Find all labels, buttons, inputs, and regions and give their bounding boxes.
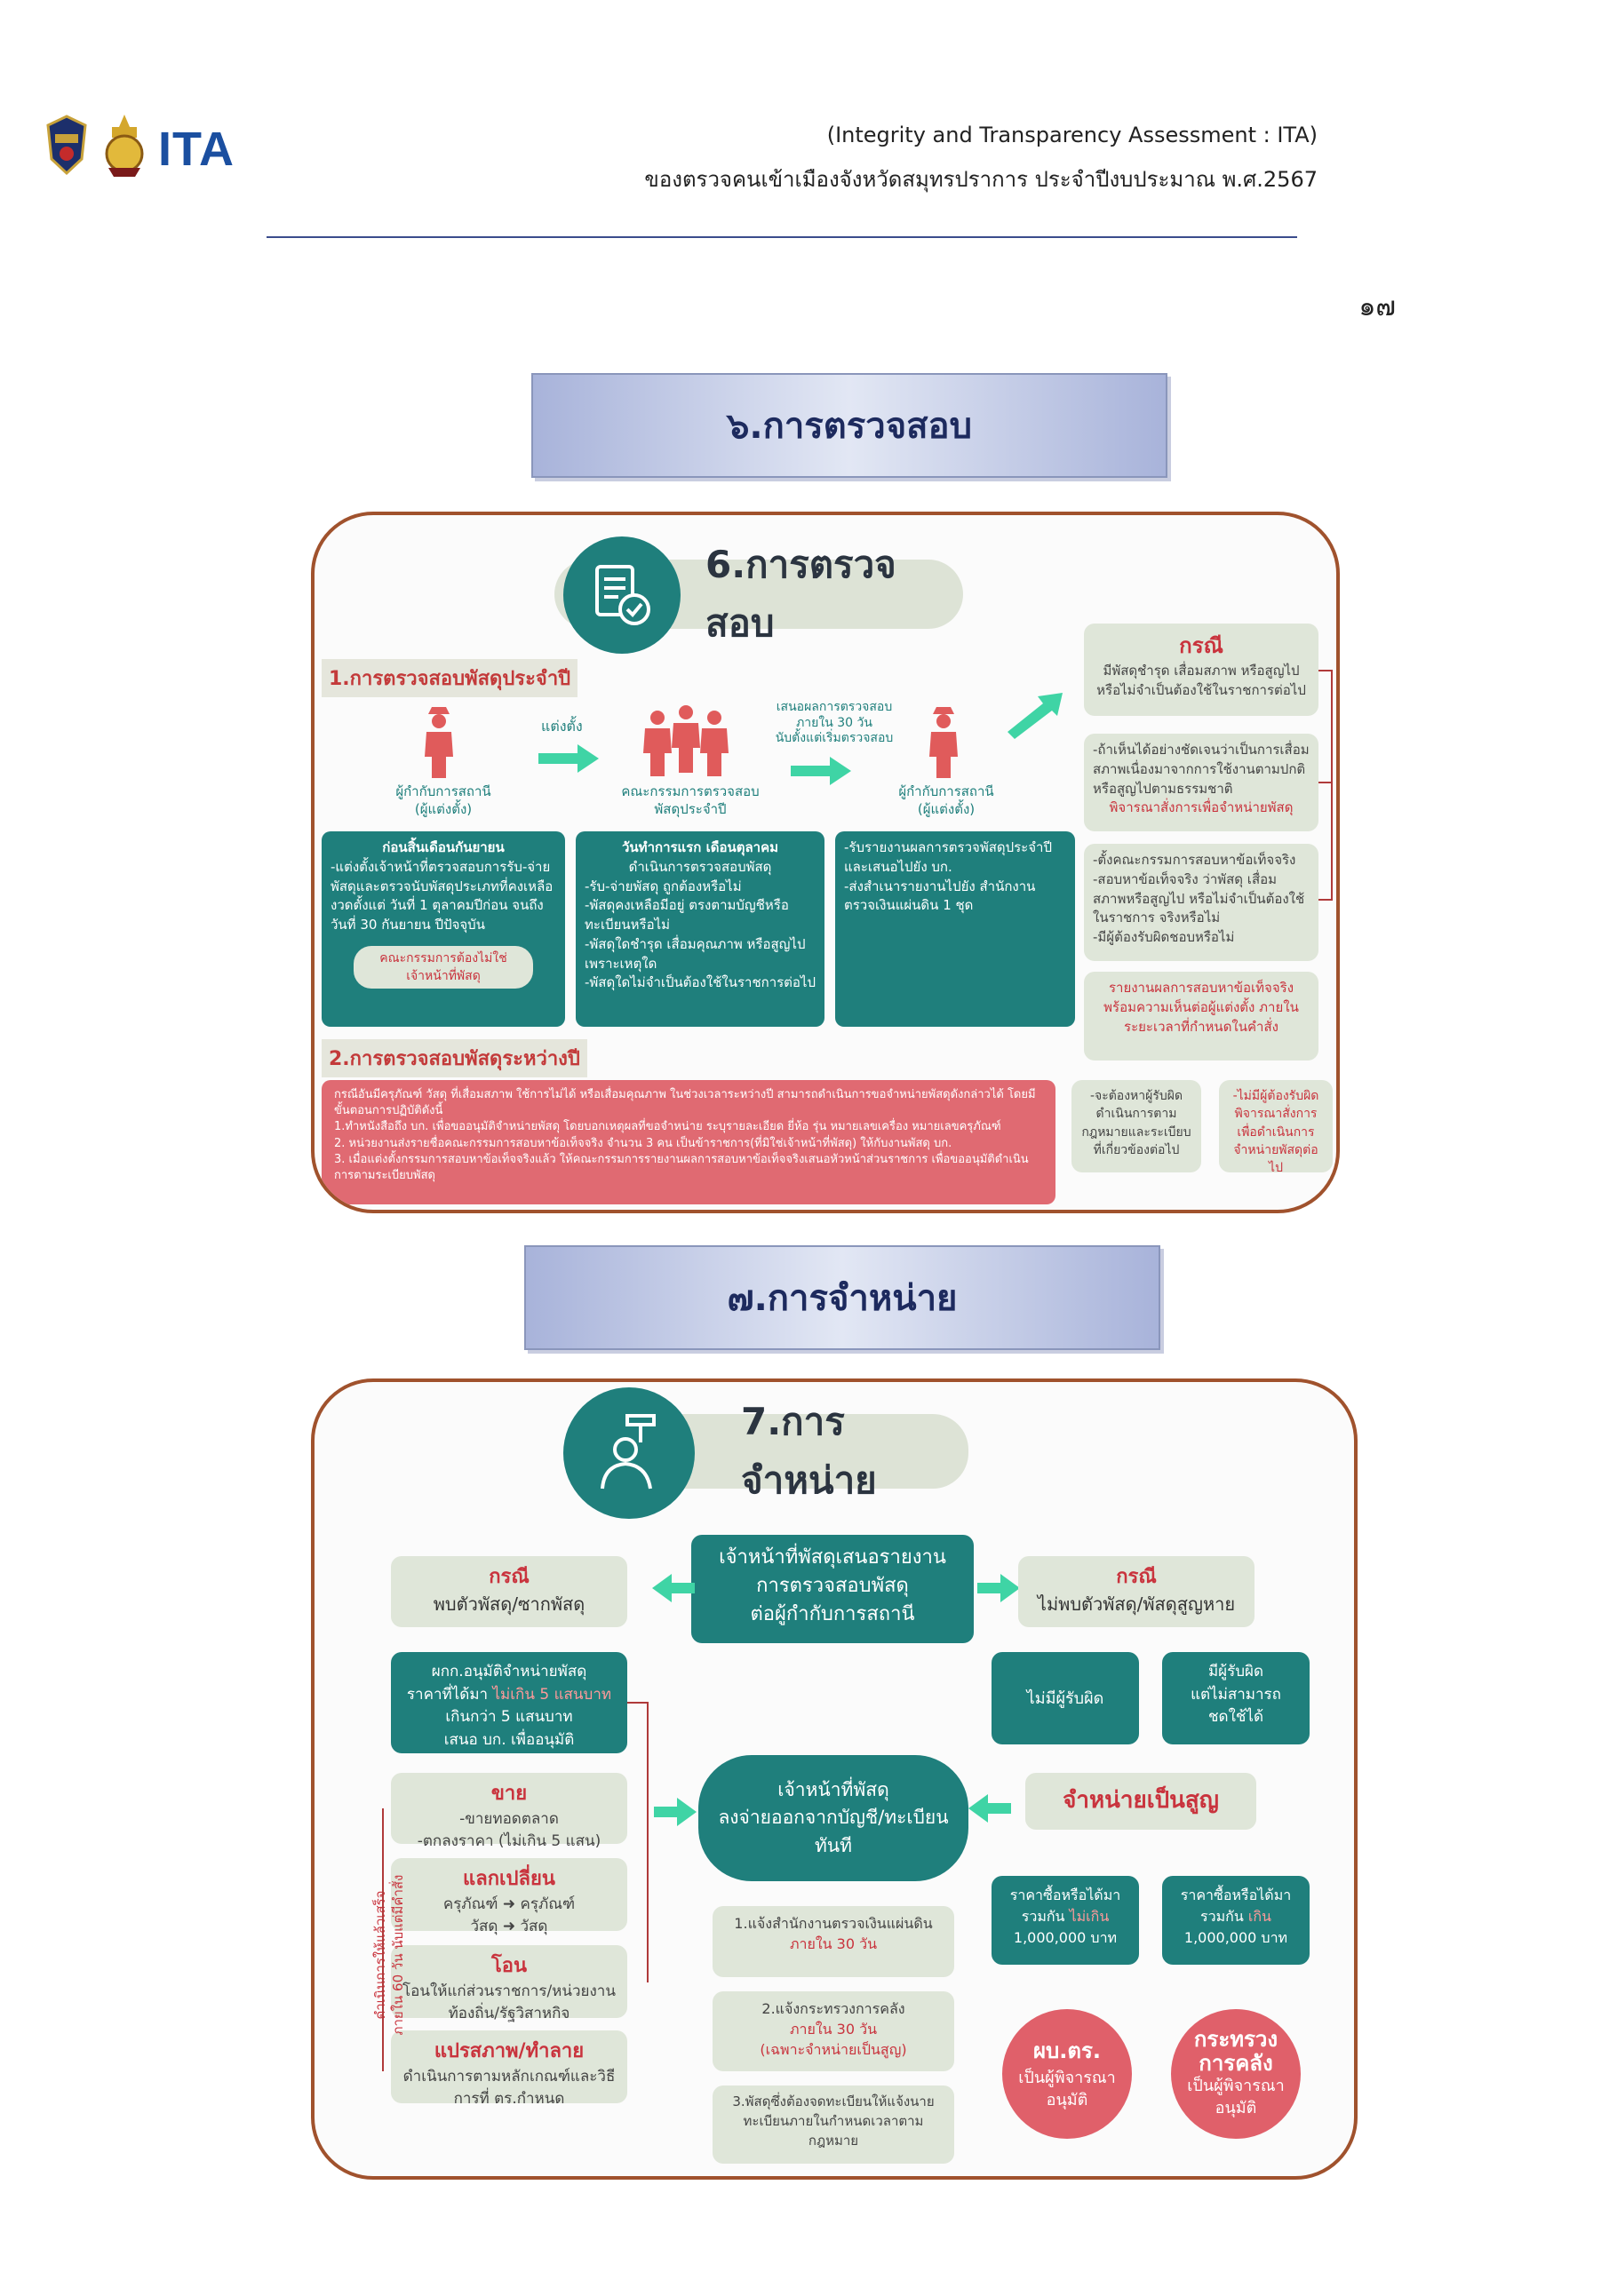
- section6-title-circle: [563, 536, 681, 654]
- annual-step-box-1: ก่อนสิ้นเดือนกันยายน -แต่งตั้งเจ้าหน้าที…: [322, 831, 565, 1027]
- connector-line: [1331, 670, 1333, 901]
- connector-line: [1318, 782, 1333, 783]
- write-off-box: เจ้าหน้าที่พัสดุ ลงจ่ายออกจากบัญชี/ทะเบี…: [698, 1755, 968, 1881]
- no-liability-box: -ไม่มีผู้ต้องรับผิด พิจารณาสั่งการเพื่อด…: [1219, 1080, 1333, 1175]
- appointer-caption-1: ผู้กำกับการสถานี (ผู้แต่งตั้ง): [395, 783, 491, 817]
- appointer-caption-2: ผู้กำกับการสถานี (ผู้แต่งตั้ง): [898, 783, 994, 817]
- liable-person-box: -จะต้องหาผู้รับผิด ดำเนินการตามกฎหมายและ…: [1071, 1080, 1201, 1172]
- arrow-right-icon: [654, 1798, 697, 1826]
- connector-line: [1318, 899, 1333, 901]
- approval-box: ผกก.อนุมัติจำหน่ายพัสดุ ราคาที่ได้มา ไม่…: [391, 1652, 627, 1753]
- sell-option-box: ขาย -ขายทอดตลาด -ตกลงราคา (ไม่เกิน 5 แสน…: [391, 1773, 627, 1850]
- interim-check-box: กรณีอันมีครุภัณฑ์ วัสดุ ที่เสื่อมสภาพ ใช…: [322, 1080, 1055, 1204]
- checklist-document-icon: [595, 565, 650, 625]
- no-liable-box: ไม่มีผู้รับผิด: [992, 1652, 1139, 1744]
- notify-finance-box: 2.แจ้งกระทรวงการคลังภายใน 30 วัน (เฉพาะจ…: [713, 1991, 954, 2071]
- destroy-option-box: แปรสภาพ/ทำลาย ดำเนินการตามหลักเกณฑ์และวิ…: [391, 2030, 627, 2108]
- not-found-case-box: กรณี ไม่พบตัวพัสดุ/พัสดุสูญหาย: [1018, 1556, 1255, 1627]
- header-title-th: ของตรวจคนเข้าเมืองจังหวัดสมุทรปราการ ประ…: [644, 167, 1318, 192]
- section6-subtitle-annual: 1.การตรวจสอบพัสดุประจำปี: [322, 659, 578, 697]
- found-case-box: กรณี พบตัวพัสดุ/ซากพัสดุ: [391, 1556, 627, 1627]
- police-officer-icon: [425, 707, 453, 778]
- section6-infographic: 6.การตรวจสอบ 1.การตรวจสอบพัสดุประจำปี ผู…: [311, 512, 1340, 1213]
- officer-paint-roller-icon: [601, 1414, 656, 1490]
- section7-infographic: 7.การจำหน่าย เจ้าหน้าที่พัสดุเสนอรายงาน …: [311, 1378, 1358, 2180]
- deadline-side-label: ดำเนินการให้แล้วเสร็จ ภายใน 60 วัน นับแต…: [372, 1874, 406, 2036]
- committee-caption: คณะกรรมการตรวจสอบ พัสดุประจำปี: [621, 783, 760, 817]
- price-under-box: ราคาซื้อหรือได้มา รวมกัน ไม่เกิน 1,000,0…: [992, 1876, 1139, 1965]
- exchange-option-box: แลกเปลี่ยน ครุภัณฑ์ ➜ ครุภัณฑ์ วัสดุ ➜ ว…: [391, 1858, 627, 1935]
- immigration-badge-icon: [46, 115, 87, 176]
- ita-logo: ITA: [158, 123, 235, 176]
- committee-note-pill: คณะกรรมการต้องไม่ใช่ เจ้าหน้าที่พัสดุ: [354, 945, 533, 989]
- arrow-left-icon: [968, 1794, 1011, 1823]
- registration-box: 3.พัสดุซึ่งต้องจดทะเบียนให้แจ้งนายทะเบีย…: [713, 2085, 954, 2164]
- committee-officers-icon: [643, 705, 729, 776]
- arrow-left-icon: [652, 1574, 695, 1602]
- fact-finding-box: -ตั้งคณะกรรมการสอบหาข้อเท็จจริง -สอบหาข้…: [1084, 844, 1318, 961]
- bracket-line: [382, 1808, 384, 2071]
- write-off-lost-box: จำหน่ายเป็นสูญ: [1025, 1773, 1256, 1830]
- transfer-option-box: โอน โอนให้แก่ส่วนราชการ/หน่วยงานท้องถิ่น…: [391, 1945, 627, 2022]
- police-officer-icon: [929, 707, 958, 778]
- section7-title-circle: [563, 1387, 695, 1519]
- section7-banner: ๗.การจำหน่าย: [524, 1245, 1160, 1350]
- arrow-right-icon: [538, 744, 599, 773]
- section6-subtitle-interim: 2.การตรวจสอบพัสดุระหว่างปี: [322, 1039, 587, 1077]
- arrow-right-icon: [791, 757, 851, 785]
- annual-step-box-3: -รับรายงานผลการตรวจพัสดุประจำปี และเสนอไ…: [835, 831, 1075, 1027]
- officer-report-box: เจ้าหน้าที่พัสดุเสนอรายงาน การตรวจสอบพัส…: [691, 1535, 974, 1643]
- police-emblem-icon: [105, 115, 144, 177]
- notify-audit-box: 1.แจ้งสำนักงานตรวจเงินแผ่นดินภายใน 30 วั…: [713, 1906, 954, 1977]
- case-box: กรณี มีพัสดุชำรุด เสื่อมสภาพ หรือสูญไป ห…: [1084, 624, 1318, 716]
- page-number: ๑๗: [1358, 291, 1396, 322]
- police-chief-approval-circle: ผบ.ตร. เป็นผู้พิจารณา อนุมัติ: [1002, 2009, 1132, 2139]
- header-logos: ITA: [44, 111, 267, 182]
- price-over-box: ราคาซื้อหรือได้มา รวมกัน เกิน 1,000,000 …: [1162, 1876, 1310, 1965]
- fact-report-box: รายงานผลการสอบหาข้อเท็จจริง พร้อมความเห็…: [1084, 972, 1318, 1061]
- connector-line: [1318, 670, 1333, 671]
- header-title-en: (Integrity and Transparency Assessment :…: [826, 123, 1318, 147]
- arrow-right-icon: [977, 1574, 1020, 1602]
- section6-banner: ๖.การตรวจสอบ: [531, 373, 1167, 478]
- appoint-label: แต่งตั้ง: [541, 718, 583, 735]
- arrow-diagonal-icon: [1008, 693, 1063, 739]
- report-label: เสนอผลการตรวจสอบ ภายใน 30 วัน นับตั้งแต่…: [775, 700, 894, 745]
- obvious-decay-box: -ถ้าเห็นได้อย่างชัดเจนว่าเป็นการเสื่อมสภ…: [1084, 734, 1318, 831]
- connector-line: [627, 1702, 649, 1704]
- header-divider: [267, 236, 1297, 238]
- liable-cannot-pay-box: มีผู้รับผิด แต่ไม่สามารถ ชดใช้ได้: [1162, 1652, 1310, 1744]
- finance-ministry-approval-circle: กระทรวง การคลัง เป็นผู้พิจารณา อนุมัติ: [1171, 2009, 1301, 2139]
- annual-step-box-2: วันทำการแรก เดือนตุลาคม ดำเนินการตรวจสอบ…: [576, 831, 824, 1027]
- connector-line: [647, 1702, 649, 1982]
